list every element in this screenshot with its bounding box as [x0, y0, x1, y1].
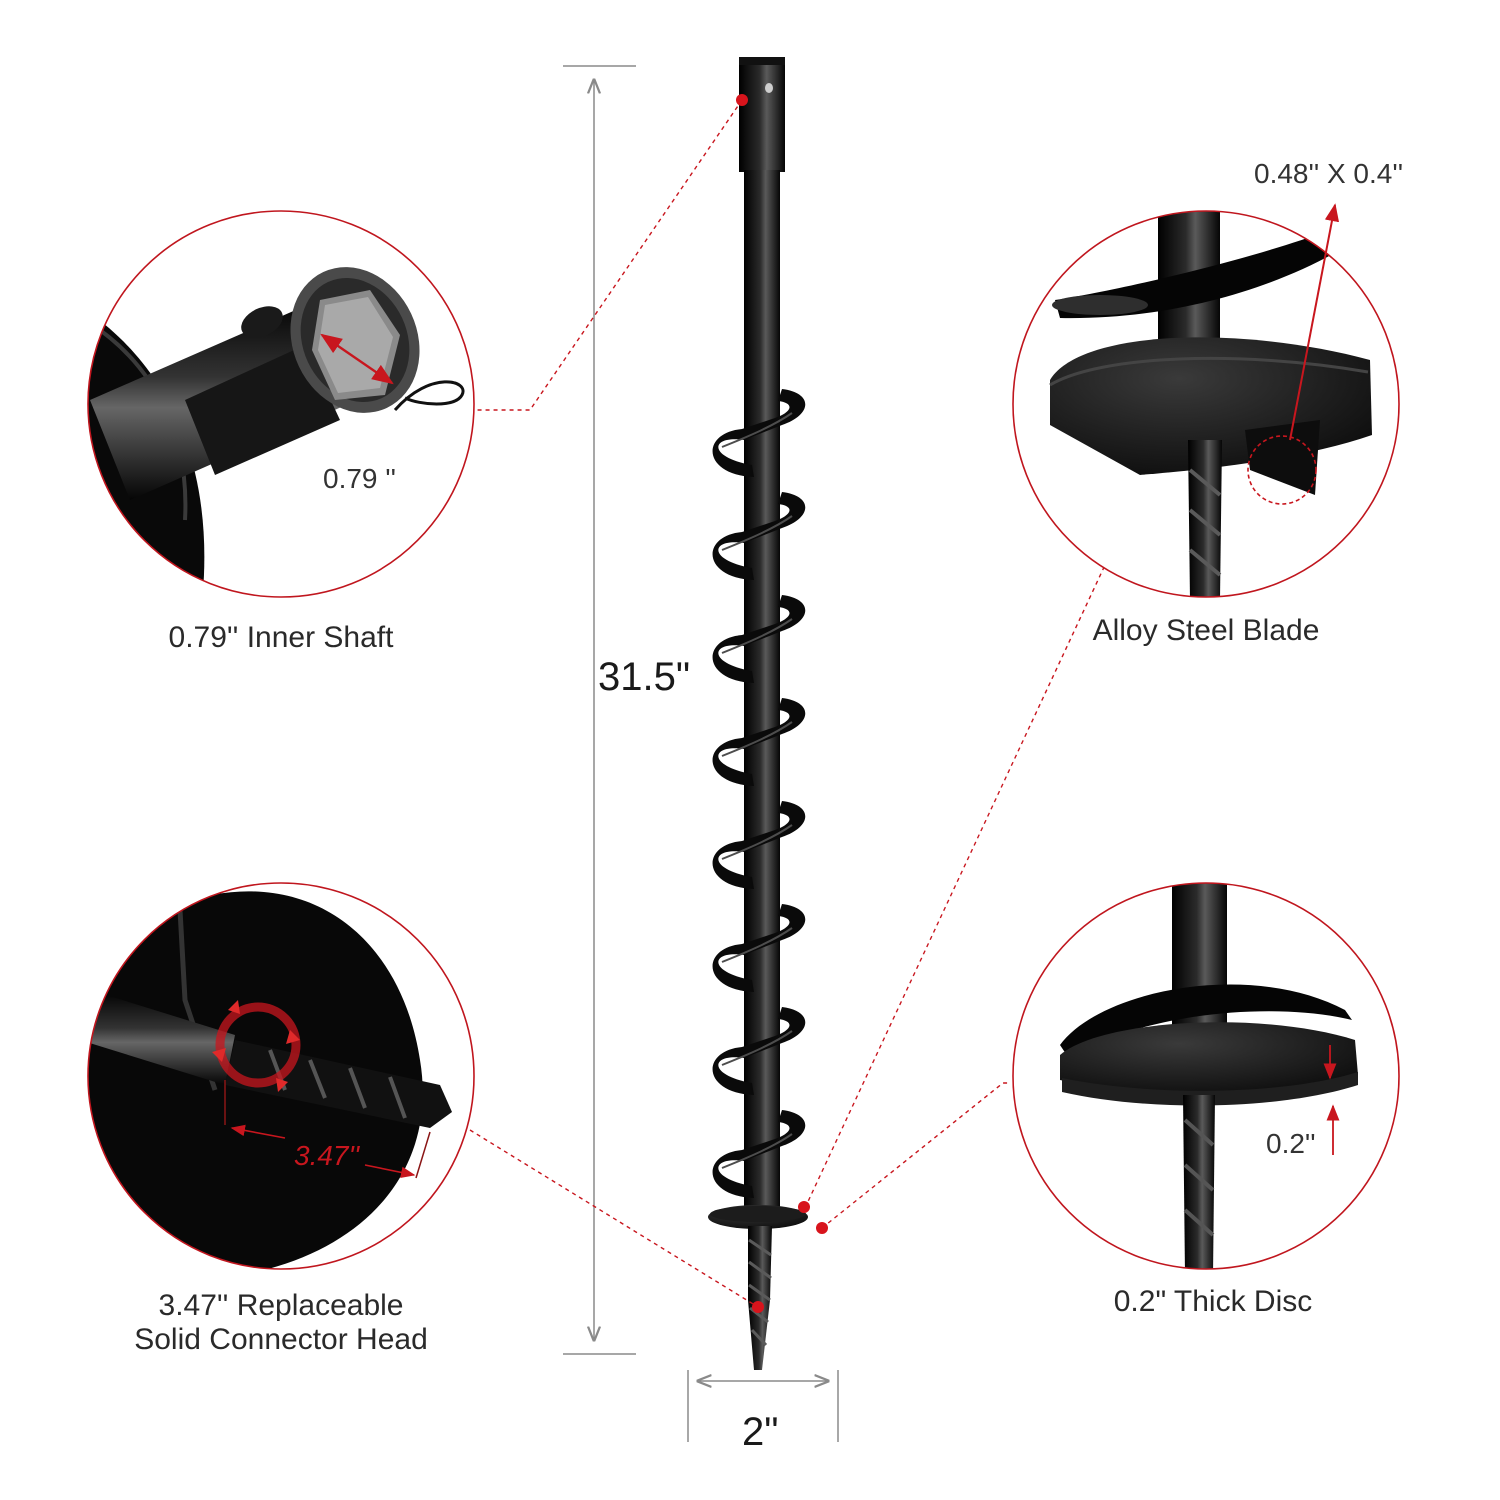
length-dimension: [563, 65, 636, 1355]
auger-flight-highlight: [721, 721, 793, 757]
inner-shaft-measure: 0.79 '': [323, 463, 396, 494]
auger-flight: [712, 492, 806, 580]
auger-flight-highlight: [721, 1030, 793, 1066]
connector-head-caption-line1: 3.47'' Replaceable: [158, 1289, 404, 1322]
auger-flight: [712, 801, 806, 889]
auger-flight: [712, 595, 806, 683]
auger-bit: [708, 57, 808, 1370]
callout-connector-head: [87, 882, 475, 1270]
alloy-blade-measure: 0.48'' X 0.4'': [1254, 158, 1404, 189]
connector-head-measure: 3.47'': [294, 1140, 360, 1171]
callout-thick-disc: [1012, 882, 1400, 1270]
width-label: 2": [742, 1410, 779, 1454]
auger-flight-highlight: [721, 927, 793, 963]
auger-flight-highlight: [721, 618, 793, 654]
auger-flights: [712, 389, 806, 1198]
auger-flight-highlight: [721, 824, 793, 860]
auger-flight-highlight: [721, 412, 793, 448]
auger-flight: [712, 904, 806, 992]
length-label: 31.5": [598, 655, 691, 699]
auger-flight: [712, 1007, 806, 1095]
thick-disc-caption: 0.2" Thick Disc: [1113, 1285, 1313, 1318]
thick-disc-measure: 0.2'': [1266, 1128, 1316, 1159]
auger-flight-highlight: [721, 1133, 793, 1169]
auger-flight-highlight: [721, 515, 793, 551]
leader-lines: [469, 99, 1106, 1308]
alloy-blade-caption: Alloy Steel Blade: [1092, 614, 1320, 647]
auger-flight: [712, 698, 806, 786]
callout-inner-shaft: [87, 210, 475, 598]
auger-flight: [712, 1110, 806, 1198]
auger-flight: [712, 389, 806, 477]
callout-alloy-blade: [1012, 203, 1400, 598]
width-dimension: [687, 1370, 839, 1442]
leader-dots: [736, 94, 828, 1313]
connector-head-caption-line2: Solid Connector Head: [134, 1323, 428, 1356]
inner-shaft-caption: 0.79'' Inner Shaft: [168, 621, 394, 654]
